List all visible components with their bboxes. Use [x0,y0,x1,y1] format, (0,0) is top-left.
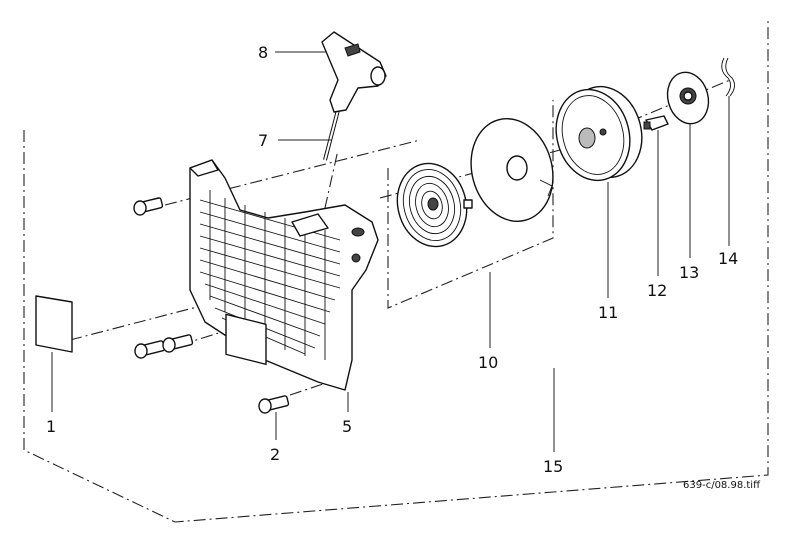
part-labels: 1 2 5 7 8 10 11 12 13 14 15 [46,43,738,476]
label-2: 2 [270,445,280,464]
screw-top [133,197,164,216]
label-8: 8 [258,43,268,62]
part-8-handle [321,31,387,113]
part-10-spring [396,162,473,248]
housing-window [225,313,267,366]
part-12-pawl [643,115,669,131]
label-1: 1 [46,417,56,436]
part-5-housing [189,159,379,391]
label-11: 11 [598,303,618,322]
label-14: 14 [718,249,738,268]
part-7-rope [323,109,340,161]
subassembly-boundary-10 [387,100,554,309]
label-5: 5 [342,417,352,436]
label-15: 15 [543,457,563,476]
label-12: 12 [647,281,667,300]
label-13: 13 [679,263,699,282]
part-13-washer [666,71,710,125]
assembly-boundary-15 [23,20,769,523]
part-10-cover [470,118,554,222]
part-1-sticker [35,295,73,353]
part-2-screw [258,395,290,414]
housing-ribs [199,190,341,360]
label-10: 10 [478,353,498,372]
file-caption: 639-c/08.98.tiff [683,480,761,491]
screw-middle-left [134,340,166,359]
label-7: 7 [258,131,268,150]
part-14-clip [721,57,735,97]
part-11-pulley [555,85,643,182]
screw-middle-right [162,334,194,353]
leader-lines [51,51,730,452]
